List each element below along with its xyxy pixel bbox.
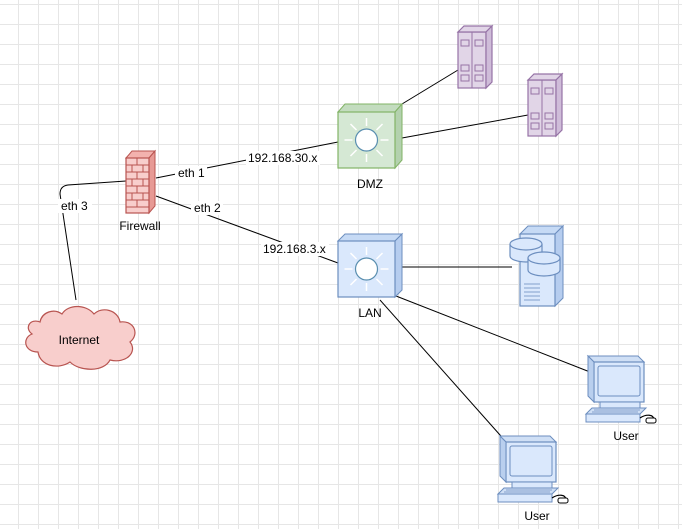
server-rack-icon[interactable] xyxy=(527,73,563,137)
server-rack-icon[interactable] xyxy=(457,25,493,89)
dmz-label: DMZ xyxy=(357,177,383,191)
lan-label: LAN xyxy=(358,306,381,320)
edge-dmz-server1 xyxy=(401,69,459,105)
eth3-label: eth 3 xyxy=(61,199,88,213)
lan-subnet-label: 192.168.3.x xyxy=(263,242,326,256)
edge-dmz-server2 xyxy=(401,114,529,139)
edge-lan-user2 xyxy=(379,299,509,445)
lan-switch-icon[interactable] xyxy=(336,232,404,299)
eth1-label: eth 1 xyxy=(178,166,205,180)
edge-labels: eth 1 192.168.30.x eth 2 192.168.3.x eth… xyxy=(58,151,329,256)
eth2-label: eth 2 xyxy=(194,201,221,215)
edge-lan-user1 xyxy=(395,295,591,373)
user2-label: User xyxy=(524,509,549,523)
dmz-subnet-label: 192.168.30.x xyxy=(248,151,317,165)
user1-label: User xyxy=(613,429,638,443)
internet-label: Internet xyxy=(59,333,100,347)
workstation-icon[interactable] xyxy=(497,435,569,504)
firewall-icon[interactable] xyxy=(124,149,157,215)
workstation-icon[interactable] xyxy=(585,355,657,424)
dmz-switch-icon[interactable] xyxy=(336,102,404,170)
database-server-icon[interactable] xyxy=(509,224,565,308)
edge-firewall-internet xyxy=(59,180,127,301)
firewall-label: Firewall xyxy=(119,219,160,233)
internet-cloud-icon[interactable] xyxy=(25,305,136,370)
